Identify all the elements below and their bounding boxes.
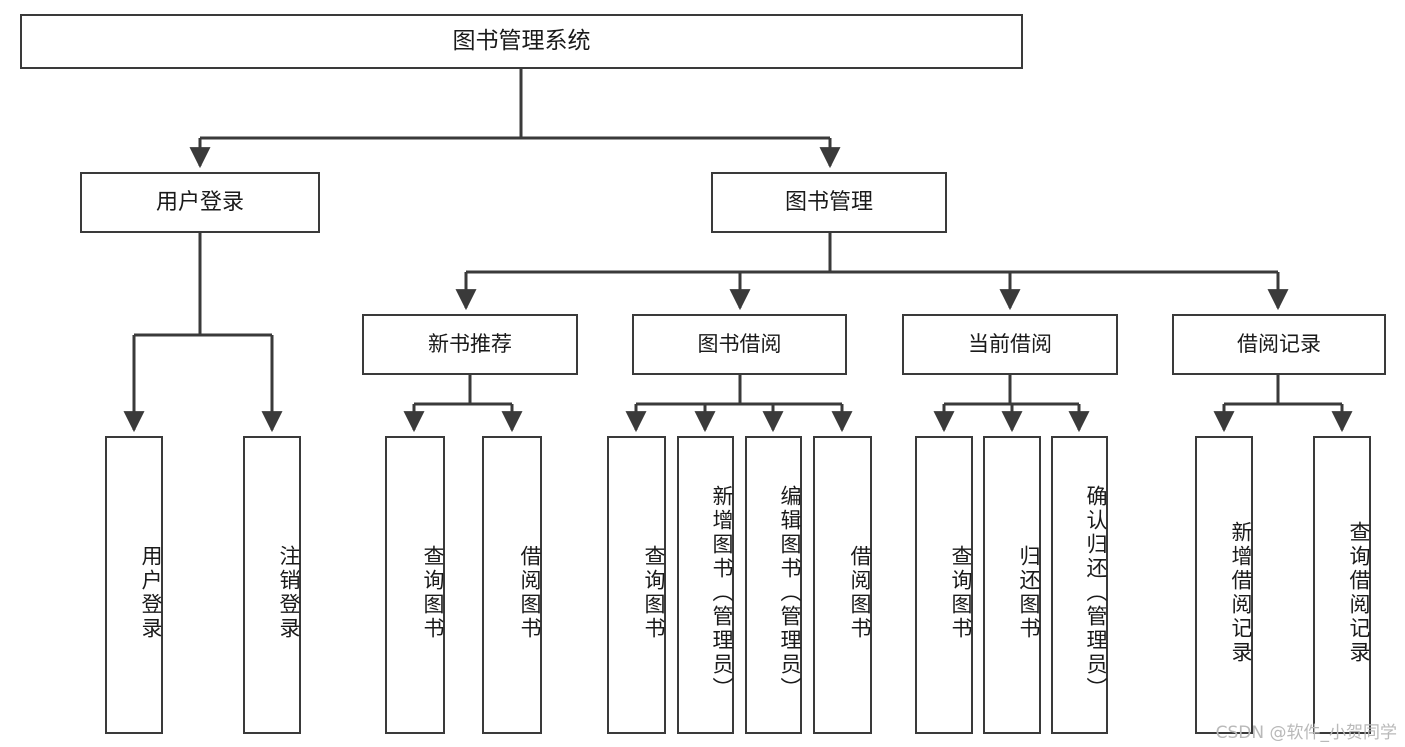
node-leaf-query-book-current[interactable]: 查询图书 xyxy=(915,436,973,734)
node-label: 查询图书 xyxy=(949,545,973,641)
node-user-login[interactable]: 用户登录 xyxy=(80,172,320,233)
node-book-borrow[interactable]: 图书借阅 xyxy=(632,314,847,375)
node-label: 图书管理 xyxy=(784,189,873,215)
node-label: 借阅图书 xyxy=(518,545,542,641)
node-label: 确认归还（管理员） xyxy=(1084,485,1108,701)
node-leaf-logout[interactable]: 注销登录 xyxy=(243,436,301,734)
csdn-watermark: CSDN @软件_小贺同学 xyxy=(1215,723,1397,743)
node-label: 归还图书 xyxy=(1017,545,1041,641)
node-label: 当前借阅 xyxy=(968,332,1052,357)
node-label: 查询图书 xyxy=(642,545,666,641)
node-label: 查询图书 xyxy=(421,545,445,641)
node-new-book-recommend[interactable]: 新书推荐 xyxy=(362,314,578,375)
node-label: 编辑图书（管理员） xyxy=(778,485,802,701)
node-label: 新增图书（管理员） xyxy=(710,485,734,701)
node-label: 图书借阅 xyxy=(697,332,782,357)
node-label: 新书推荐 xyxy=(428,332,512,357)
node-book-management[interactable]: 图书管理 xyxy=(711,172,947,233)
node-leaf-user-login[interactable]: 用户登录 xyxy=(105,436,163,734)
node-root-system[interactable]: 图书管理系统 xyxy=(20,14,1023,69)
node-label: 用户登录 xyxy=(155,189,244,215)
node-leaf-borrow-book-recommend[interactable]: 借阅图书 xyxy=(482,436,542,734)
node-leaf-query-book-recommend[interactable]: 查询图书 xyxy=(385,436,445,734)
node-leaf-confirm-return-admin[interactable]: 确认归还（管理员） xyxy=(1051,436,1108,734)
node-label: 借阅图书 xyxy=(848,545,872,641)
node-label: 借阅记录 xyxy=(1237,332,1321,357)
node-leaf-query-borrow-record[interactable]: 查询借阅记录 xyxy=(1313,436,1371,734)
node-label: 图书管理系统 xyxy=(452,27,591,54)
node-leaf-edit-book-admin[interactable]: 编辑图书（管理员） xyxy=(745,436,802,734)
node-leaf-borrow-book[interactable]: 借阅图书 xyxy=(813,436,872,734)
node-leaf-add-borrow-record[interactable]: 新增借阅记录 xyxy=(1195,436,1253,734)
node-leaf-add-book-admin[interactable]: 新增图书（管理员） xyxy=(677,436,734,734)
node-label: 新增借阅记录 xyxy=(1229,521,1253,665)
node-leaf-return-book[interactable]: 归还图书 xyxy=(983,436,1041,734)
node-label: 用户登录 xyxy=(139,545,163,641)
node-current-borrow[interactable]: 当前借阅 xyxy=(902,314,1118,375)
node-leaf-query-book-borrow[interactable]: 查询图书 xyxy=(607,436,666,734)
node-borrow-record[interactable]: 借阅记录 xyxy=(1172,314,1386,375)
node-label: 查询借阅记录 xyxy=(1347,521,1371,665)
node-label: 注销登录 xyxy=(277,545,301,641)
